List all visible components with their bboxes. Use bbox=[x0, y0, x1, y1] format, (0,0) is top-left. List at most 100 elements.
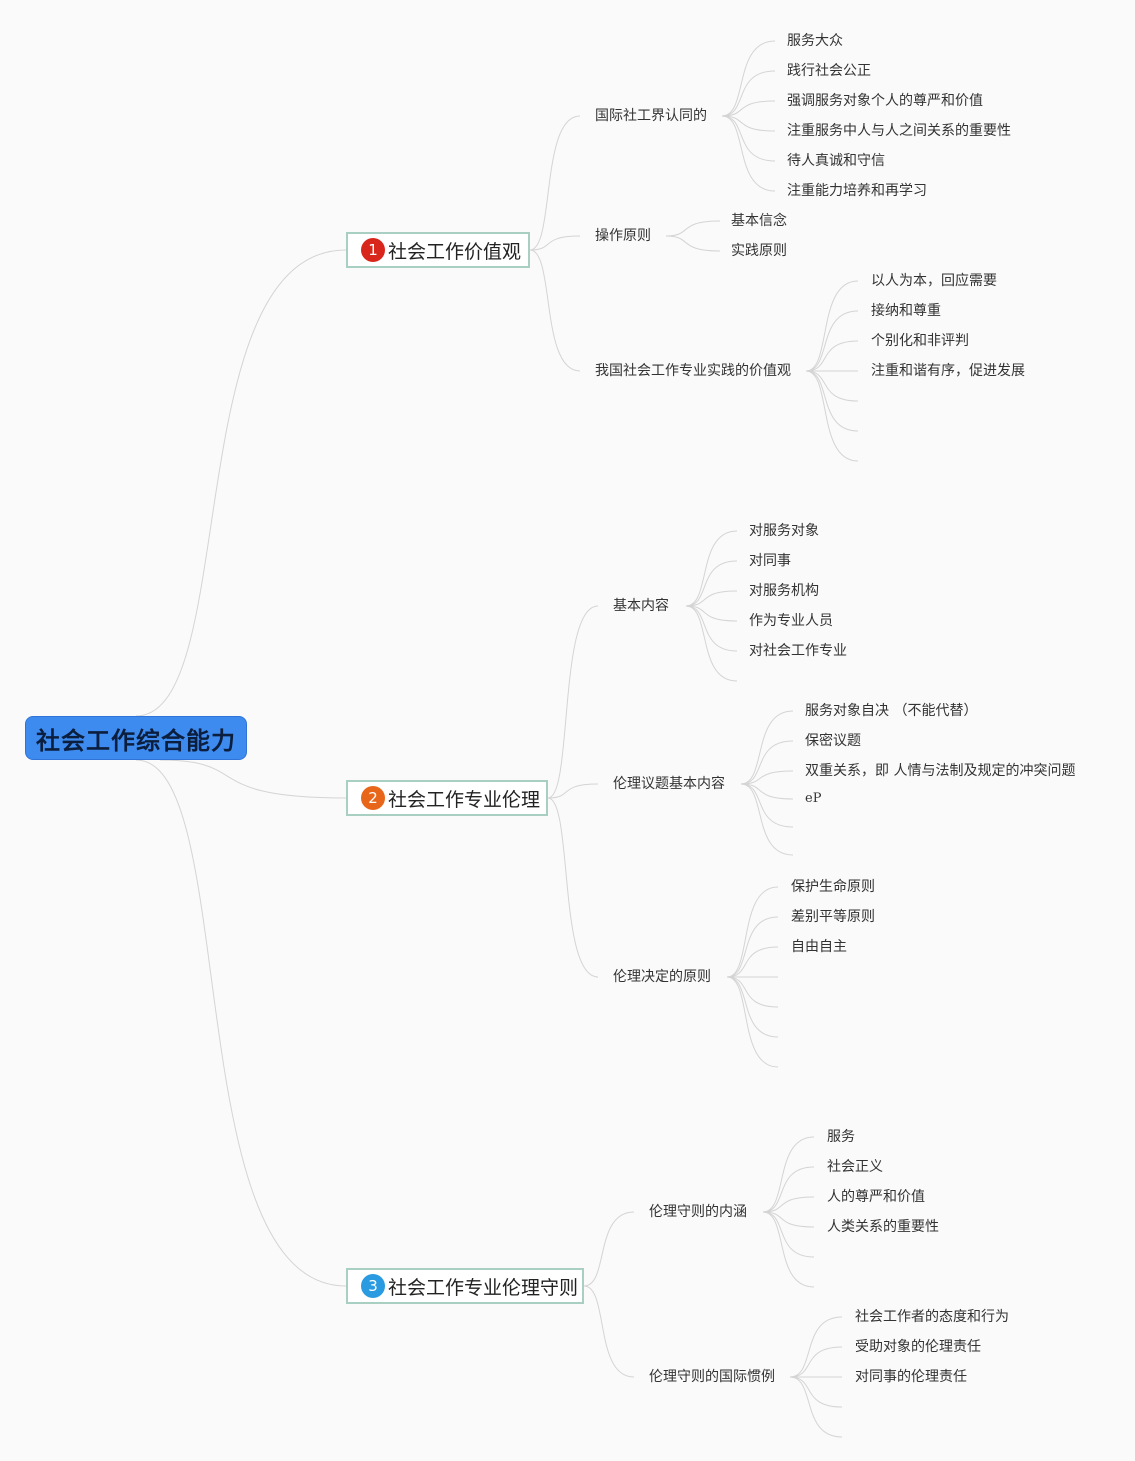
leaf-link bbox=[726, 886, 779, 978]
leaf-node[interactable]: 对服务机构 bbox=[749, 583, 819, 599]
leaf-node[interactable]: 对社会工作专业 bbox=[749, 643, 847, 659]
leaf-node[interactable]: 受助对象的伦理责任 bbox=[855, 1339, 981, 1355]
leaf-link bbox=[726, 976, 779, 1038]
root-link bbox=[159, 759, 347, 799]
leaf-link bbox=[805, 370, 859, 462]
leaf-link bbox=[665, 235, 721, 252]
leaf-node[interactable]: 社会工作者的态度和行为 bbox=[855, 1309, 1009, 1325]
leaf-node[interactable]: 注重服务中人与人之间关系的重要性 bbox=[787, 123, 1011, 139]
leaf-node[interactable]: 对服务对象 bbox=[749, 523, 819, 539]
leaf-node[interactable]: 个别化和非评判 bbox=[871, 333, 969, 349]
leaf-link bbox=[789, 1346, 843, 1378]
leaf-node[interactable]: 差别平等原则 bbox=[791, 909, 875, 925]
leaf-link bbox=[726, 946, 779, 978]
leaf-link bbox=[721, 115, 776, 192]
topic-node[interactable]: 操作原则 bbox=[595, 228, 651, 244]
leaf-link bbox=[762, 1136, 815, 1213]
leaf-link bbox=[805, 280, 859, 372]
leaf-link bbox=[789, 1316, 843, 1378]
leaf-link bbox=[721, 100, 776, 117]
leaf-link bbox=[726, 976, 779, 1068]
leaf-node[interactable]: 注重能力培养和再学习 bbox=[787, 183, 927, 199]
leaf-node[interactable]: 强调服务对象个人的尊严和价值 bbox=[787, 93, 983, 109]
leaf-node[interactable]: 注重和谐有序，促进发展 bbox=[871, 363, 1025, 379]
leaf-node[interactable]: 对同事 bbox=[749, 553, 791, 569]
branch-1-node[interactable]: 1 社会工作价值观 bbox=[346, 232, 530, 268]
branch-number-badge: 1 bbox=[361, 238, 385, 262]
leaf-link bbox=[726, 976, 779, 1008]
leaf-link bbox=[740, 783, 794, 828]
leaf-node[interactable]: 以人为本，回应需要 bbox=[871, 273, 997, 289]
branch-link bbox=[547, 783, 599, 799]
leaf-link bbox=[685, 530, 738, 607]
leaf-link bbox=[685, 605, 738, 682]
branch-link bbox=[547, 605, 599, 799]
leaf-node[interactable]: 人类关系的重要性 bbox=[827, 1219, 939, 1235]
topic-node[interactable]: 伦理决定的原则 bbox=[613, 969, 711, 985]
leaf-link bbox=[805, 310, 859, 372]
leaf-link bbox=[740, 783, 794, 800]
branch-link bbox=[583, 1211, 635, 1287]
branch-3-node[interactable]: 3 社会工作专业伦理守则 bbox=[346, 1268, 584, 1304]
leaf-link bbox=[685, 590, 738, 607]
leaf-link bbox=[721, 70, 776, 117]
leaf-link bbox=[685, 605, 738, 652]
topic-node[interactable]: 伦理议题基本内容 bbox=[613, 776, 725, 792]
leaf-node[interactable]: 实践原则 bbox=[731, 243, 787, 259]
leaf-link bbox=[665, 220, 721, 237]
leaf-node[interactable]: 保护生命原则 bbox=[791, 879, 875, 895]
leaf-node[interactable]: 作为专业人员 bbox=[749, 613, 833, 629]
topic-node[interactable]: 伦理守则的内涵 bbox=[649, 1204, 747, 1220]
leaf-link bbox=[740, 740, 794, 785]
leaf-link bbox=[740, 770, 794, 785]
topic-node[interactable]: 基本内容 bbox=[613, 598, 669, 614]
leaf-link bbox=[762, 1211, 815, 1288]
branch-label: 社会工作专业伦理守则 bbox=[388, 1276, 579, 1299]
root-link bbox=[135, 249, 347, 717]
leaf-node[interactable]: 对同事的伦理责任 bbox=[855, 1369, 967, 1385]
leaf-link bbox=[762, 1166, 815, 1213]
leaf-node[interactable]: eP bbox=[805, 791, 822, 806]
leaf-link bbox=[805, 370, 859, 402]
branch-link bbox=[529, 249, 581, 372]
leaf-node[interactable]: 践行社会公正 bbox=[787, 63, 871, 79]
leaf-node[interactable]: 接纳和尊重 bbox=[871, 303, 941, 319]
root-node[interactable]: 社会工作综合能力 bbox=[25, 716, 247, 760]
branch-link bbox=[547, 797, 599, 978]
branch-number-badge: 2 bbox=[361, 786, 385, 810]
leaf-node[interactable]: 服务 bbox=[827, 1129, 855, 1145]
leaf-node[interactable]: 双重关系，即 人情与法制及规定的冲突问题 bbox=[805, 763, 1076, 779]
leaf-link bbox=[762, 1211, 815, 1258]
topic-node[interactable]: 我国社会工作专业实践的价值观 bbox=[595, 363, 791, 379]
leaf-link bbox=[789, 1376, 843, 1408]
leaf-node[interactable]: 人的尊严和价值 bbox=[827, 1189, 925, 1205]
branch-link bbox=[583, 1285, 635, 1378]
leaf-link bbox=[721, 115, 776, 162]
leaf-link bbox=[740, 710, 794, 785]
leaf-link bbox=[762, 1196, 815, 1213]
leaf-link bbox=[721, 115, 776, 132]
branch-label: 社会工作专业伦理 bbox=[388, 788, 541, 811]
leaf-link bbox=[805, 370, 859, 432]
leaf-node[interactable]: 自由自主 bbox=[791, 939, 847, 955]
leaf-link bbox=[685, 560, 738, 607]
topic-node[interactable]: 伦理守则的国际惯例 bbox=[649, 1369, 775, 1385]
leaf-node[interactable]: 社会正义 bbox=[827, 1159, 883, 1175]
leaf-node[interactable]: 基本信念 bbox=[731, 213, 787, 229]
branch-link bbox=[529, 115, 581, 251]
leaf-link bbox=[685, 605, 738, 622]
leaf-node[interactable]: 保密议题 bbox=[805, 733, 861, 749]
leaf-node[interactable]: 服务对象自决 （不能代替） bbox=[805, 703, 978, 719]
root-label: 社会工作综合能力 bbox=[36, 726, 236, 755]
branch-2-node[interactable]: 2 社会工作专业伦理 bbox=[346, 780, 548, 816]
leaf-node[interactable]: 服务大众 bbox=[787, 33, 843, 49]
root-link bbox=[135, 759, 347, 1287]
branch-number-badge: 3 bbox=[361, 1274, 385, 1298]
topic-node[interactable]: 国际社工界认同的 bbox=[595, 108, 707, 124]
leaf-link bbox=[762, 1211, 815, 1228]
leaf-node[interactable]: 待人真诚和守信 bbox=[787, 153, 885, 169]
branch-link bbox=[529, 235, 581, 251]
leaf-link bbox=[721, 40, 776, 117]
